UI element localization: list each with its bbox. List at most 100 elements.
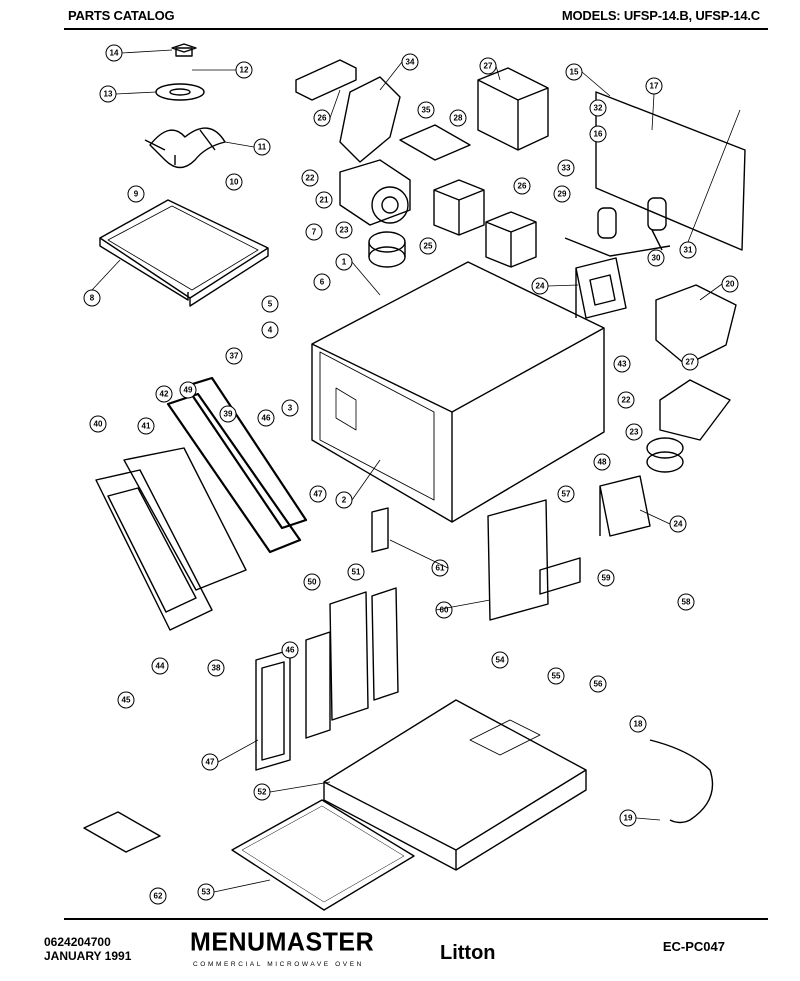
transformer-drawing	[575, 257, 627, 319]
svg-text:47: 47	[206, 758, 215, 767]
svg-text:52: 52	[258, 788, 267, 797]
blower-motor-drawing	[339, 159, 411, 226]
svg-text:18: 18	[634, 720, 643, 729]
callout-14: 14	[105, 44, 123, 62]
callout-47: 47	[201, 753, 219, 771]
svg-text:13: 13	[104, 90, 113, 99]
svg-text:23: 23	[630, 428, 639, 437]
callout-53: 53	[197, 883, 215, 901]
callout-60: 60	[435, 601, 453, 619]
callout-56: 56	[589, 675, 607, 693]
svg-text:31: 31	[684, 246, 693, 255]
svg-text:59: 59	[602, 574, 611, 583]
callout-29: 29	[553, 185, 571, 203]
callout-23b: 23	[625, 423, 643, 441]
svg-text:26: 26	[518, 182, 527, 191]
callout-34: 34	[401, 53, 419, 71]
control-board-drawing	[595, 91, 746, 251]
cabinet-drawing	[311, 261, 605, 523]
callout-44: 44	[151, 657, 169, 675]
litton-logo: Litton	[440, 942, 496, 964]
leader-lines	[91, 49, 741, 893]
svg-text:58: 58	[682, 598, 691, 607]
callout-46: 46	[257, 409, 275, 427]
svg-text:2: 2	[342, 496, 347, 505]
svg-text:20: 20	[726, 280, 735, 289]
svg-text:25: 25	[424, 242, 433, 251]
callout-58: 58	[677, 593, 695, 611]
svg-text:12: 12	[240, 66, 249, 75]
svg-text:62: 62	[154, 892, 163, 901]
svg-text:53: 53	[202, 888, 211, 897]
svg-text:7: 7	[312, 228, 317, 237]
callout-22: 22	[301, 169, 319, 187]
svg-text:35: 35	[422, 106, 431, 115]
motor-bracket-drawing	[659, 379, 731, 441]
panel-51-drawing	[371, 587, 399, 701]
svg-text:33: 33	[562, 164, 571, 173]
fan-wheel-2-drawing	[646, 437, 684, 473]
callout-27: 27	[479, 57, 497, 75]
callout-54: 54	[491, 651, 509, 669]
svg-text:10: 10	[230, 178, 239, 187]
brand-tagline: COMMERCIAL MICROWAVE OVEN	[193, 961, 364, 968]
svg-text:40: 40	[94, 420, 103, 429]
capacitors-drawing	[564, 197, 671, 257]
door-assembly-drawing	[95, 376, 308, 631]
power-cord-drawing	[649, 739, 714, 824]
callout-57: 57	[557, 485, 575, 503]
callout-33: 33	[557, 159, 575, 177]
svg-text:16: 16	[594, 130, 603, 139]
svg-text:37: 37	[230, 352, 239, 361]
callout-12: 12	[235, 61, 253, 79]
svg-text:1: 1	[342, 258, 347, 267]
svg-text:51: 51	[352, 568, 361, 577]
svg-text:55: 55	[552, 672, 561, 681]
callout-11: 11	[253, 138, 271, 156]
callout-49: 49	[179, 381, 197, 399]
callout-47b: 47	[309, 485, 327, 503]
transformer-2-drawing	[599, 475, 651, 537]
magnetron-drawing	[433, 179, 537, 268]
svg-text:57: 57	[562, 490, 571, 499]
switch-61-drawing	[371, 507, 389, 553]
callout-51: 51	[347, 563, 365, 581]
callout-30: 30	[647, 249, 665, 267]
callout-25: 25	[419, 237, 437, 255]
svg-text:44: 44	[156, 662, 165, 671]
callout-35: 35	[417, 101, 435, 119]
svg-text:8: 8	[90, 294, 95, 303]
callout-27b: 27	[681, 353, 699, 371]
callout-32: 32	[589, 99, 607, 117]
svg-text:24: 24	[674, 520, 683, 529]
callout-3: 3	[281, 399, 299, 417]
filter-mesh-drawing	[241, 805, 405, 903]
panel-60-drawing	[487, 499, 549, 621]
svg-text:48: 48	[598, 458, 607, 467]
callout-24: 24	[531, 277, 549, 295]
callout-13: 13	[99, 85, 117, 103]
header-catalog-title: PARTS CATALOG	[68, 8, 175, 23]
svg-text:27: 27	[686, 358, 695, 367]
svg-text:43: 43	[618, 360, 627, 369]
callout-40: 40	[89, 415, 107, 433]
air-duct-drawing	[655, 284, 737, 366]
svg-text:11: 11	[258, 143, 267, 152]
callout-45: 45	[117, 691, 135, 709]
callout-55: 55	[547, 667, 565, 685]
callout-15: 15	[565, 63, 583, 81]
callout-19: 19	[619, 809, 637, 827]
callout-23: 23	[335, 221, 353, 239]
callout-5: 5	[261, 295, 279, 313]
svg-text:46: 46	[262, 414, 271, 423]
svg-text:50: 50	[308, 578, 317, 587]
callout-9: 9	[127, 185, 145, 203]
svg-text:41: 41	[142, 422, 151, 431]
svg-text:22: 22	[306, 174, 315, 183]
callout-31: 31	[679, 241, 697, 259]
svg-text:45: 45	[122, 696, 131, 705]
svg-text:56: 56	[594, 680, 603, 689]
svg-text:19: 19	[624, 814, 633, 823]
callout-37: 37	[225, 347, 243, 365]
svg-text:17: 17	[650, 82, 659, 91]
